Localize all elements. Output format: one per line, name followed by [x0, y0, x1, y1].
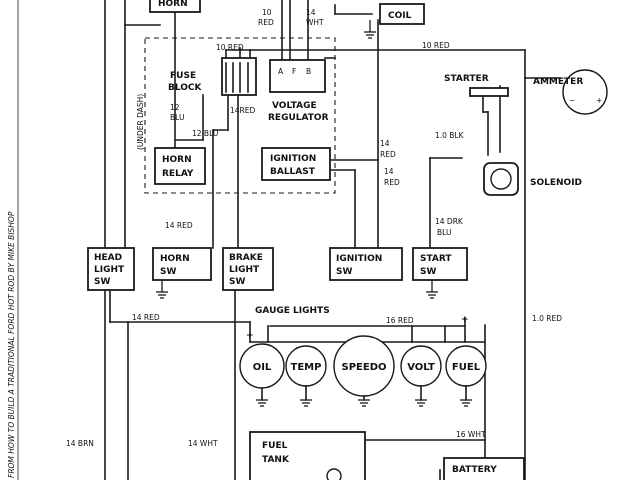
fuse-block [221, 57, 257, 96]
wire-label-16-wht: 16 WHT [456, 430, 486, 439]
brake-light-sw-label-1: BRAKE [229, 253, 263, 263]
start-sw-box [412, 247, 468, 281]
temp-gauge-label: TEMP [291, 362, 322, 373]
head-light-sw-label-2: LIGHT [94, 265, 125, 275]
wire-label-14-drk-blu-a: 14 DRK [435, 217, 464, 226]
ammeter-minus: − [569, 96, 575, 105]
horn-box [149, 0, 201, 13]
voltage-regulator-label-2: REGULATOR [268, 113, 329, 123]
ignition-sw-box [329, 247, 403, 281]
wire-label-12-blu-b: BLU [170, 113, 184, 122]
gauge-lights-label: GAUGE LIGHTS [255, 306, 330, 316]
fuel-tank-label-1: FUEL [262, 441, 288, 451]
gauge-drops [261, 385, 467, 401]
wire-label-14-brn: 14 BRN [66, 439, 94, 448]
wire-label-16-red: 16 RED [386, 316, 414, 325]
gauge-plus-left: + [246, 331, 254, 341]
wire-label-10-red-b: RED [258, 18, 274, 27]
reg-terminal-f: F [292, 67, 296, 76]
brake-light-sw-label-3: SW [229, 277, 245, 287]
oil-gauge-label: OIL [253, 362, 272, 373]
wire-label-1-0-blk: 1.0 BLK [435, 131, 465, 140]
ammeter-gauge [562, 69, 608, 115]
credit-text: FROM HOW TO BUILD A TRADITIONAL FORD HOT… [7, 211, 16, 478]
horn-relay-label-1: HORN [162, 155, 192, 165]
wire-label-14-wht-b: WHT [306, 18, 324, 27]
brake-light-sw-box [222, 247, 274, 291]
ground-symbols [156, 20, 472, 407]
horn-sw-box [152, 247, 212, 281]
ignition-sw-label-2: SW [336, 267, 352, 277]
start-sw-label-1: START [420, 254, 452, 264]
wire-label-14-wht-a: 14 [306, 8, 316, 17]
wire-label-12-blu-a: 12 [170, 103, 180, 112]
wire-label-14-red-hornsw: 14 RED [165, 221, 193, 230]
reg-terminal-b: B [306, 67, 311, 76]
head-light-sw-label-1: HEAD [94, 253, 122, 263]
wire-label-14-red-ign-b: RED [380, 150, 396, 159]
battery-box [443, 457, 525, 480]
fuel-gauge-label: FUEL [452, 362, 481, 373]
wire-label-12-blu-relay: 12 BLU [192, 129, 218, 138]
wire-label-14-wht-bottom: 14 WHT [188, 439, 218, 448]
start-sw-label-2: SW [420, 267, 436, 277]
gauge-plus-right: + [461, 315, 469, 325]
ignition-ballast-label-1: IGNITION [270, 154, 316, 164]
fuel-tank-box [249, 431, 366, 480]
under-dash-label: (UNDER DASH) [136, 94, 145, 150]
voltage-regulator-label-1: VOLTAGE [272, 101, 317, 111]
wire-label-14-red-bal-a: 14 [384, 167, 394, 176]
coil-box [379, 3, 425, 25]
ignition-ballast-box [261, 147, 331, 181]
gauge-cluster [239, 335, 487, 397]
under-dash-outline [144, 37, 336, 194]
horn-sw-label-2: SW [160, 267, 176, 277]
wire-label-10-red-top: 10 RED [422, 41, 450, 50]
brake-light-sw-label-2: LIGHT [229, 265, 260, 275]
horn-relay-label-2: RELAY [162, 169, 194, 179]
wire-label-14-red-bottom: 14 RED [132, 313, 160, 322]
horn-sw-label-1: HORN [160, 254, 190, 264]
horn-label: HORN [158, 0, 188, 9]
horn-relay-box [154, 147, 206, 185]
ammeter-plus: + [596, 96, 602, 105]
solenoid [483, 162, 519, 196]
speedo-gauge-label: SPEEDO [342, 362, 387, 373]
wire-label-14-drk-blu-b: BLU [437, 228, 451, 237]
voltage-regulator-box [269, 59, 326, 93]
fuse-block-label-1: FUSE [170, 71, 196, 81]
fuse-block-label-2: BLOCK [168, 83, 203, 93]
wire-label-10-red-a: 10 [262, 8, 272, 17]
wire-label-14-red-bal-b: RED [384, 178, 400, 187]
reg-terminal-a: A [278, 67, 284, 76]
wire-network [104, 0, 561, 480]
wire-label-14-red-fuse: 14RED [230, 106, 255, 115]
volt-gauge-label: VOLT [407, 362, 435, 373]
ignition-ballast-label-2: BALLAST [270, 167, 316, 177]
starter-label: STARTER [444, 74, 489, 84]
wire-label-fuse-10-red: 10 RED [216, 43, 244, 52]
coil-label: COIL [388, 11, 412, 21]
fuel-sender [326, 468, 342, 480]
ignition-sw-label-1: IGNITION [336, 254, 382, 264]
starter-box [469, 87, 509, 97]
ammeter-label: AMMETER [533, 77, 583, 87]
head-light-sw-label-3: SW [94, 277, 110, 287]
solenoid-label: SOLENOID [530, 178, 582, 188]
battery-label: BATTERY [452, 465, 497, 475]
head-light-sw-box [87, 247, 135, 291]
fuel-tank-label-2: TANK [262, 455, 290, 465]
wire-label-1-0-red-right: 1.0 RED [532, 314, 562, 323]
wire-label-14-red-ign-a: 14 [380, 139, 390, 148]
